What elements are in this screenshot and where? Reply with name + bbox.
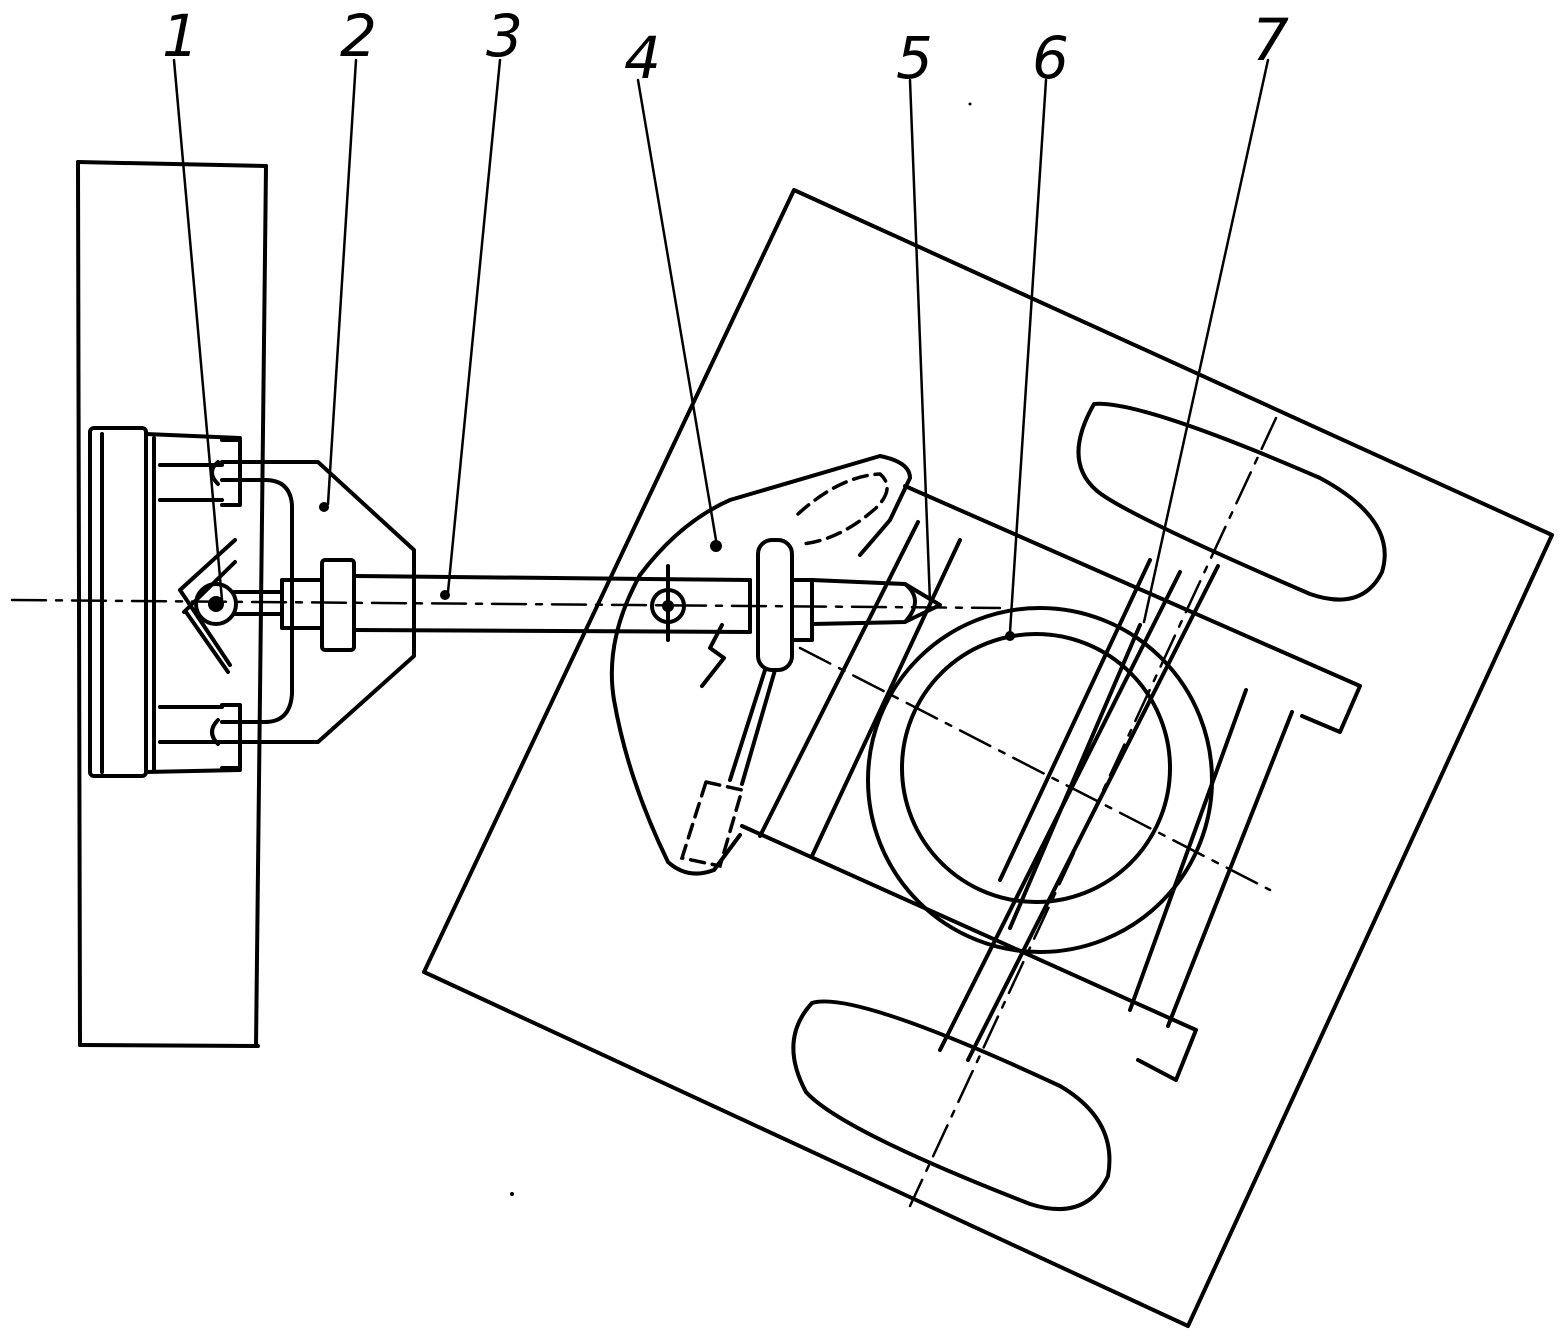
rotated-plate (422, 188, 1554, 1328)
bracket (210, 460, 416, 746)
callout-5: 5 (896, 24, 933, 92)
main-axis (10, 598, 1002, 610)
callout-1: 1 (162, 2, 199, 70)
left-column (76, 160, 268, 1048)
plate-axis-2 (798, 646, 1272, 892)
leader-lines (172, 58, 1270, 634)
callout-2: 2 (340, 2, 377, 70)
callout-labels: 1 2 3 4 5 6 7 (162, 2, 1289, 92)
callout-3: 3 (486, 2, 523, 70)
callout-6: 6 (1032, 24, 1069, 92)
ring-workpiece (866, 606, 1214, 954)
plate-axis-1 (908, 416, 1278, 1208)
actuator (679, 472, 942, 869)
speck (510, 1192, 514, 1196)
speck (968, 102, 972, 106)
gripper-body (609, 454, 912, 876)
hinge (178, 538, 284, 674)
rod (280, 558, 752, 652)
callout-7: 7 (1252, 6, 1289, 74)
callout-4: 4 (624, 24, 661, 92)
